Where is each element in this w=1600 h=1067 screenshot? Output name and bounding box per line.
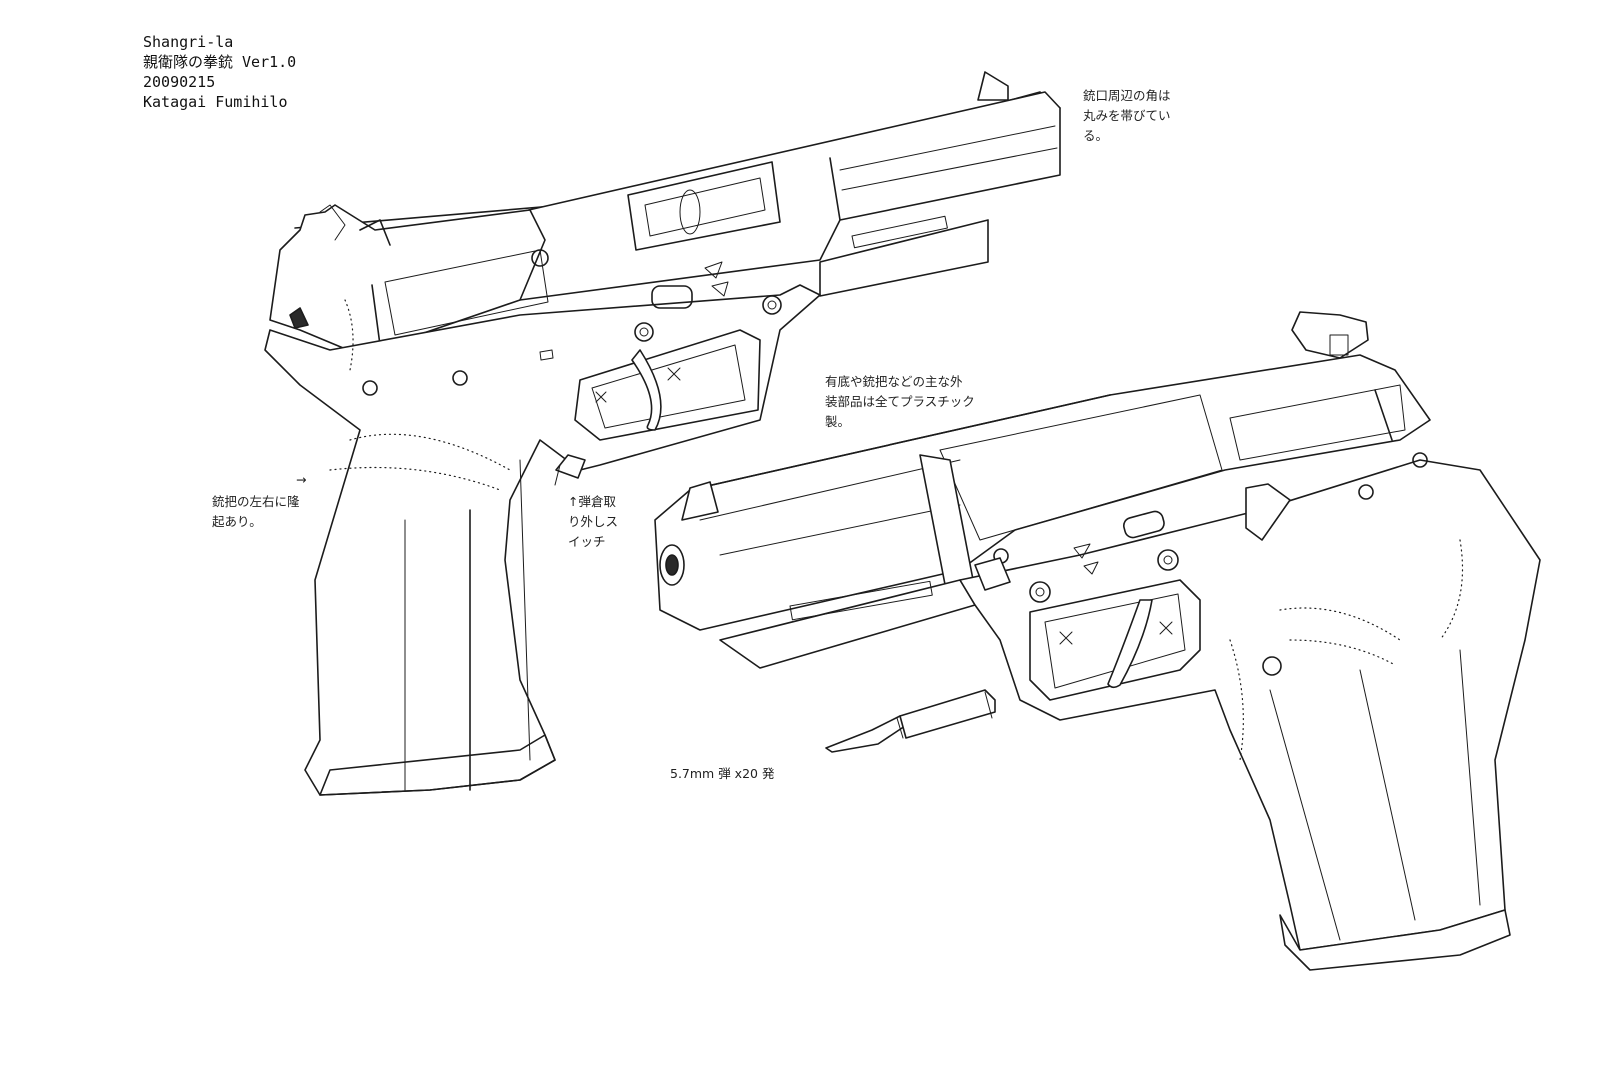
note-ammo: 5.7mm 弾 x20 発 (670, 766, 775, 781)
artist-name: Katagai Fumihilo (143, 93, 288, 111)
drawing-title: 親衛隊の拳銃 Ver1.0 (143, 53, 297, 71)
drawing-date: 20090215 (143, 73, 216, 91)
note-grip-arrow: → (296, 472, 307, 487)
series-name: Shangri-la (143, 33, 234, 51)
left-pistol (264, 71, 1061, 796)
cartridge-5-7mm (825, 689, 996, 753)
title-block: Shangri-la 親衛隊の拳銃 Ver1.0 20090215 Kataga… (143, 32, 296, 112)
note-muzzle: 銃口周辺の角は 丸みを帯びてい る。 (1083, 88, 1171, 143)
note-grip: 銃把の左右に隆 起あり。 (212, 494, 300, 529)
note-mag-release: ↑弾倉取 り外しス イッチ (568, 494, 619, 549)
note-plastic: 有底や銃把などの主な外 装部品は全てプラスチック 製。 (825, 374, 975, 429)
right-pistol (654, 311, 1541, 971)
